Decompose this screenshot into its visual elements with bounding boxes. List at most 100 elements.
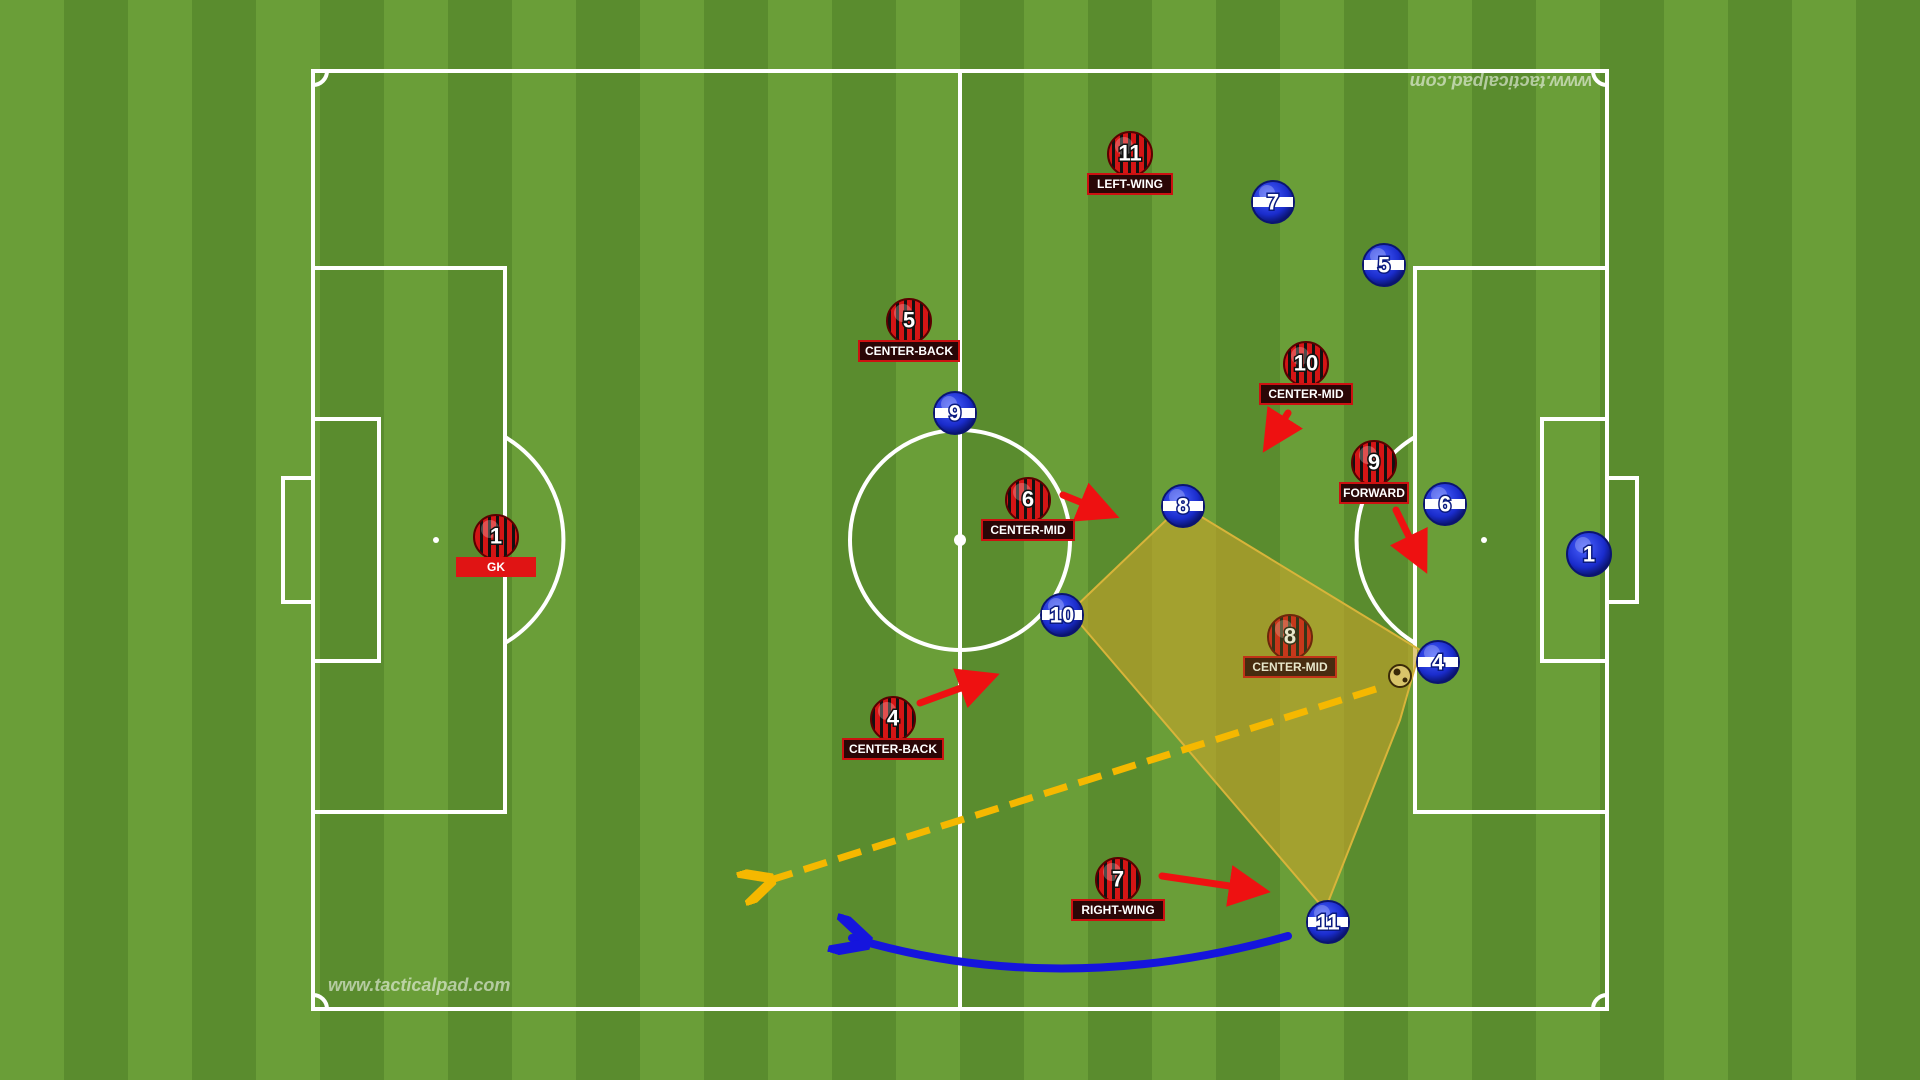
token-stripe xyxy=(1163,501,1203,511)
corner-arc-bottom-right xyxy=(1591,993,1608,1010)
player-number: 5 xyxy=(1378,253,1390,278)
grass-stripe xyxy=(832,0,896,1080)
player-number: 11 xyxy=(1118,141,1141,166)
player-label-box xyxy=(1087,173,1173,195)
blue-player-7[interactable]: 7 xyxy=(1251,180,1295,224)
player-number: 10 xyxy=(1294,351,1318,376)
token-shine xyxy=(1115,137,1133,155)
grass-stripe xyxy=(1792,0,1856,1080)
player-label: CENTER-MID xyxy=(990,523,1066,537)
token-shine xyxy=(1103,863,1121,881)
blue-player-5[interactable]: 5 xyxy=(1362,243,1406,287)
grass-stripe xyxy=(1408,0,1472,1080)
blue-player-8[interactable]: 8 xyxy=(1161,484,1205,528)
grass-stripe xyxy=(1728,0,1792,1080)
corner-arc-top-right xyxy=(1591,70,1608,87)
player-token xyxy=(1566,531,1612,577)
blue-player-1[interactable]: 1 xyxy=(1566,531,1612,577)
player-label-box xyxy=(1243,656,1337,678)
player-label: RIGHT-WING xyxy=(1081,903,1154,917)
grass-stripe xyxy=(768,0,832,1080)
player-number: 11 xyxy=(1316,910,1339,935)
blue-player-6[interactable]: 6 xyxy=(1423,482,1467,526)
token-shine xyxy=(1370,248,1386,264)
blue-team: 1 7 5 9 8 6 10 4 11 xyxy=(933,180,1612,944)
movement-arrows xyxy=(916,406,1428,907)
blue-player-4[interactable]: 4 xyxy=(1416,640,1460,684)
grass-stripe xyxy=(1344,0,1408,1080)
player-label: LEFT-WING xyxy=(1097,177,1163,191)
grass-stripe xyxy=(704,0,768,1080)
token-shine xyxy=(1431,487,1447,503)
ball[interactable] xyxy=(1388,664,1412,688)
grass-stripe xyxy=(1856,0,1920,1080)
blue-player-10[interactable]: 10 xyxy=(1040,593,1084,637)
highlight-zone xyxy=(1068,503,1422,912)
player-number: 7 xyxy=(1267,190,1279,215)
token-stripe xyxy=(1364,260,1404,270)
player-label: FORWARD xyxy=(1343,486,1405,500)
red-player-1[interactable]: 1GK xyxy=(456,514,536,577)
player-label: GK xyxy=(487,560,505,574)
move-arrow-rw7 xyxy=(1158,865,1271,907)
left-goal xyxy=(281,476,315,604)
grass-stripe xyxy=(256,0,320,1080)
grass-stripe xyxy=(320,0,384,1080)
player-label-box xyxy=(1259,383,1353,405)
token-stripe xyxy=(1308,917,1348,927)
center-spot xyxy=(954,534,966,546)
grass-stripe xyxy=(128,0,192,1080)
player-number: 5 xyxy=(903,308,915,333)
watermark-top: www.tacticalpad.com xyxy=(1410,72,1592,92)
grass-stripe xyxy=(1600,0,1664,1080)
move-arrow-fw9 xyxy=(1389,506,1428,574)
left-penalty-arc xyxy=(503,435,566,645)
watermark-bottom: www.tacticalpad.com xyxy=(328,975,510,995)
grass-stripe xyxy=(512,0,576,1080)
token-shine xyxy=(1291,347,1309,365)
grass-stripe xyxy=(1280,0,1344,1080)
player-label: CENTER-MID xyxy=(1268,387,1344,401)
blue-player-11[interactable]: 11 xyxy=(1306,900,1350,944)
pass-line xyxy=(758,685,1378,884)
corner-arc-top-left xyxy=(312,70,329,87)
grass-stripe xyxy=(192,0,256,1080)
blue-player-9[interactable]: 9 xyxy=(933,391,977,435)
corner-arc-bottom-left xyxy=(312,993,329,1010)
move-arrow-cm6 xyxy=(1059,482,1120,522)
left-penalty-spot xyxy=(433,537,439,543)
grass-stripe xyxy=(64,0,128,1080)
token-stripe xyxy=(1425,499,1465,509)
token-shine xyxy=(1275,620,1293,638)
player-label: CENTER-MID xyxy=(1252,660,1328,674)
token-shine xyxy=(1424,645,1440,661)
grass-stripe xyxy=(576,0,640,1080)
token-shine xyxy=(894,304,912,322)
token-shine xyxy=(1259,185,1275,201)
player-number: 8 xyxy=(1177,494,1189,519)
player-number: 9 xyxy=(949,401,961,426)
move-arrow-cm10 xyxy=(1262,406,1303,453)
grass-stripe xyxy=(640,0,704,1080)
token-shine xyxy=(1314,905,1330,921)
token-shine xyxy=(1169,489,1185,505)
token-stripe xyxy=(1253,197,1293,207)
token-shine xyxy=(1575,537,1591,553)
player-label-box xyxy=(1339,482,1409,504)
player-label-box xyxy=(858,340,960,362)
move-arrow-cb4 xyxy=(916,668,1000,708)
player-number: 10 xyxy=(1050,603,1074,628)
player-number: 1 xyxy=(1583,542,1595,567)
token-stripe xyxy=(1042,610,1082,620)
player-number: 4 xyxy=(887,706,900,731)
